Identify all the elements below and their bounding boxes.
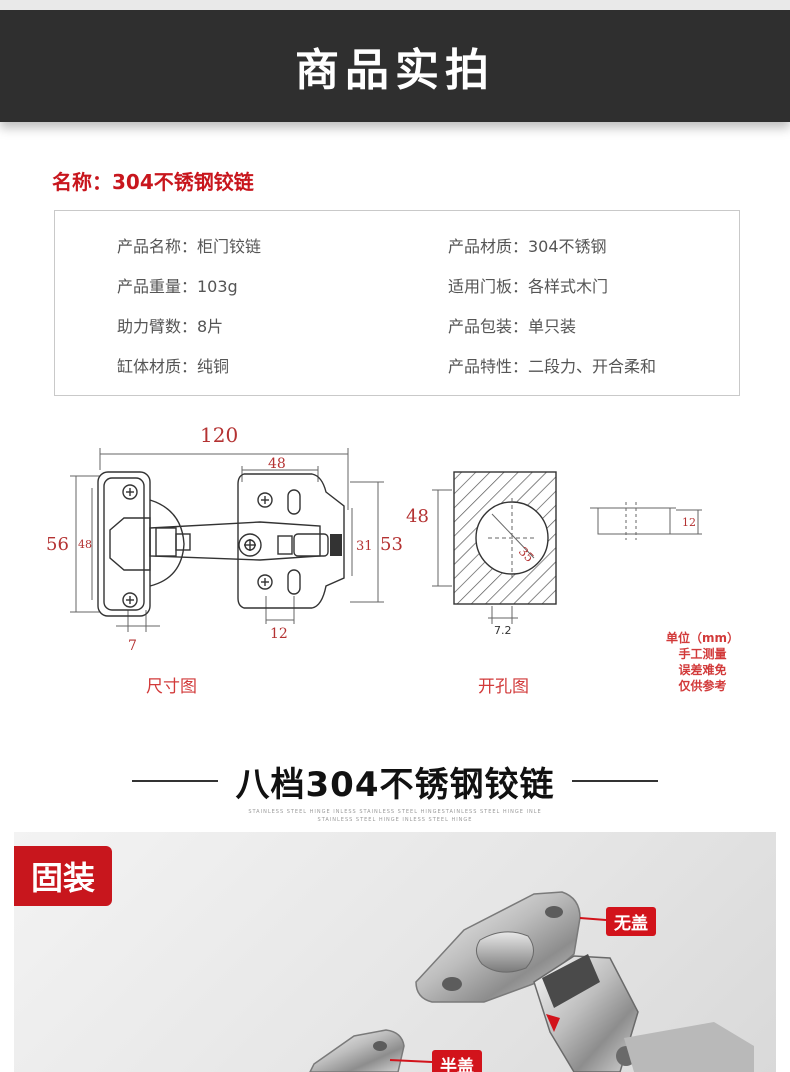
unit-line: 误差难免 bbox=[678, 663, 727, 677]
hinge-drawing: 120 48 56 48 31 53 7 12 48 35 7.2 12 bbox=[46, 423, 702, 654]
dim-hole-depth: 48 bbox=[406, 506, 429, 527]
page-title: 商品实拍 bbox=[295, 45, 495, 96]
dim-right-height: 53 bbox=[380, 534, 403, 555]
hinge-photo-illustration bbox=[309, 891, 754, 1072]
product-photo: 固装 无盖 半盖 bbox=[14, 832, 776, 1072]
dim-cup-thickness: 12 bbox=[682, 516, 696, 529]
section-heading: 八档304不锈钢铰链 bbox=[0, 756, 790, 806]
subtitle-line: STAINLESS STEEL HINGE INLESS STEEL HINGE bbox=[317, 817, 473, 823]
half-cover-tag: 半盖 bbox=[432, 1050, 482, 1072]
dim-edge-distance: 7.2 bbox=[494, 624, 512, 637]
spec-item: 产品材质：304不锈钢 bbox=[448, 237, 607, 256]
hinge-cylinder bbox=[330, 534, 342, 556]
hole-caption: 开孔图 bbox=[478, 677, 529, 697]
unit-line: 仅供参考 bbox=[678, 679, 727, 693]
install-type-badge: 固装 bbox=[14, 846, 112, 906]
spec-item: 助力臂数：8片 bbox=[117, 317, 224, 336]
dim-left-height: 56 bbox=[46, 534, 69, 555]
unit-note: 单位（mm） 手工测量 误差难免 仅供参考 bbox=[666, 630, 739, 694]
dim-bottom-offset: 7 bbox=[128, 638, 137, 654]
dim-hole-spacing: 12 bbox=[270, 626, 288, 642]
dim-overall-width: 120 bbox=[200, 423, 238, 447]
unit-line: 单位（mm） bbox=[666, 631, 740, 645]
heading-divider bbox=[131, 780, 218, 782]
product-name-label: 名称：304不锈钢铰链 bbox=[52, 170, 254, 194]
spec-item: 适用门板：各样式木门 bbox=[448, 277, 609, 296]
dim-inner-height: 48 bbox=[78, 538, 92, 551]
section-title: 八档304不锈钢铰链 bbox=[235, 764, 555, 805]
dim-arm-width: 48 bbox=[268, 456, 286, 472]
spec-item: 缸体材质：纯铜 bbox=[117, 357, 230, 376]
spec-item: 产品重量：103g bbox=[117, 277, 238, 296]
spec-item: 产品名称：柜门铰链 bbox=[117, 237, 262, 256]
subtitle-line: STAINLESS STEEL HINGE INLESS STAINLESS S… bbox=[248, 809, 542, 815]
spec-item: 产品特性：二段力、开合柔和 bbox=[448, 357, 657, 376]
dim-arm-height: 31 bbox=[356, 539, 373, 554]
header-bar: 商品实拍 bbox=[0, 0, 790, 122]
dimension-diagram: 120 48 56 48 31 53 7 12 48 35 7.2 12 bbox=[0, 410, 790, 710]
heading-divider bbox=[572, 780, 659, 782]
section-subtitle: STAINLESS STEEL HINGE INLESS STAINLESS S… bbox=[0, 808, 790, 824]
spec-item: 产品包装：单只装 bbox=[448, 317, 577, 336]
size-caption: 尺寸图 bbox=[146, 677, 197, 697]
no-cover-tag: 无盖 bbox=[606, 907, 656, 936]
unit-line: 手工测量 bbox=[678, 647, 727, 661]
spec-table: 产品名称：柜门铰链 产品材质：304不锈钢 产品重量：103g 适用门板：各样式… bbox=[54, 210, 740, 396]
